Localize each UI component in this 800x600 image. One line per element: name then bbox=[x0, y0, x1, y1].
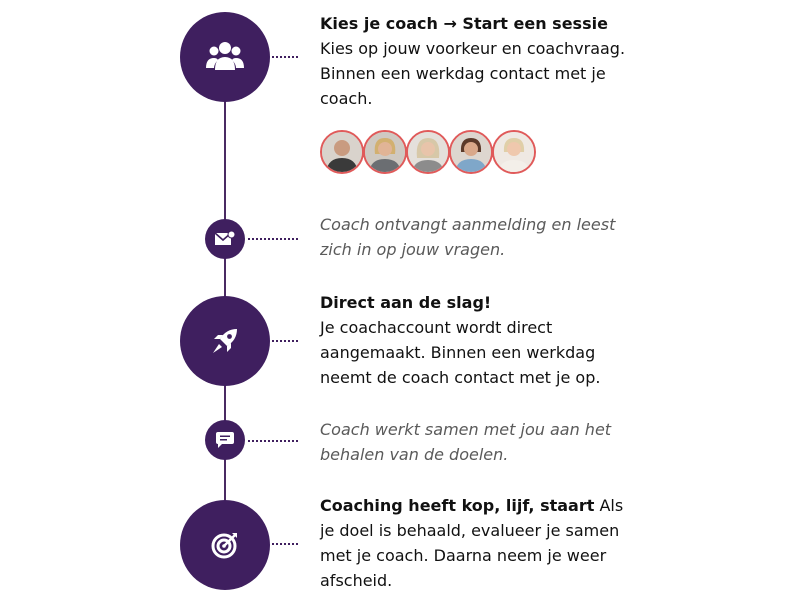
target-icon bbox=[211, 533, 237, 559]
step-3-text: Je coachaccount wordt direct aangemaakt.… bbox=[320, 318, 601, 387]
coach-avatar[interactable] bbox=[406, 130, 450, 174]
chat-icon bbox=[216, 432, 234, 448]
step-1-text: Kies op jouw voorkeur en coachvraag. Bin… bbox=[320, 39, 626, 108]
coach-avatar[interactable] bbox=[449, 130, 493, 174]
step-5-node bbox=[180, 500, 270, 590]
step-4-note: Coach werkt samen met jou aan het behale… bbox=[320, 420, 612, 464]
step-5-connector bbox=[272, 543, 298, 545]
step-4-node bbox=[205, 420, 245, 460]
coach-avatar[interactable] bbox=[320, 130, 364, 174]
step-5: Coaching heeft kop, lijf, staart Als je … bbox=[320, 493, 640, 593]
step-2-node bbox=[205, 219, 245, 259]
group-icon bbox=[206, 42, 244, 70]
step-1: Kies je coach → Start een sessie Kies op… bbox=[320, 11, 640, 111]
coach-avatar[interactable] bbox=[363, 130, 407, 174]
step-3: Direct aan de slag! Je coachaccount word… bbox=[320, 290, 640, 390]
step-1-connector bbox=[272, 56, 298, 58]
step-3-node bbox=[180, 296, 270, 386]
step-1-node bbox=[180, 12, 270, 102]
step-2-connector bbox=[248, 238, 298, 240]
step-2-note: Coach ontvangt aanmelding en leest zich … bbox=[320, 215, 616, 259]
coach-avatars bbox=[320, 130, 536, 174]
step-3-connector bbox=[272, 340, 298, 342]
coach-avatar[interactable] bbox=[492, 130, 536, 174]
step-1-title: Kies je coach → Start een sessie bbox=[320, 14, 608, 33]
mail-icon bbox=[214, 230, 236, 245]
step-5-title: Coaching heeft kop, lijf, staart bbox=[320, 496, 595, 515]
step-5-text: Als je doel is behaald, evalueer je same… bbox=[320, 496, 624, 590]
step-4-connector bbox=[248, 440, 298, 442]
step-3-title: Direct aan de slag! bbox=[320, 293, 492, 312]
rocket-icon bbox=[213, 329, 237, 353]
